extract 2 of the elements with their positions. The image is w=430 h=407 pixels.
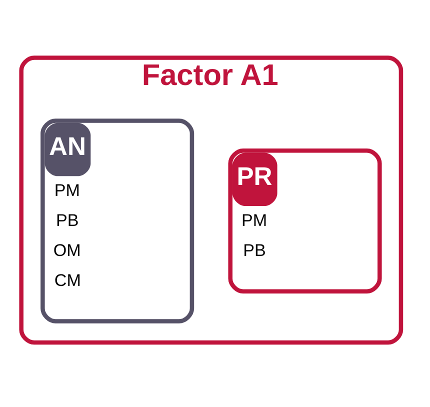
node-box: PR PM PB — [228, 148, 382, 293]
node-box: AN PM PB OM CM — [40, 118, 194, 323]
